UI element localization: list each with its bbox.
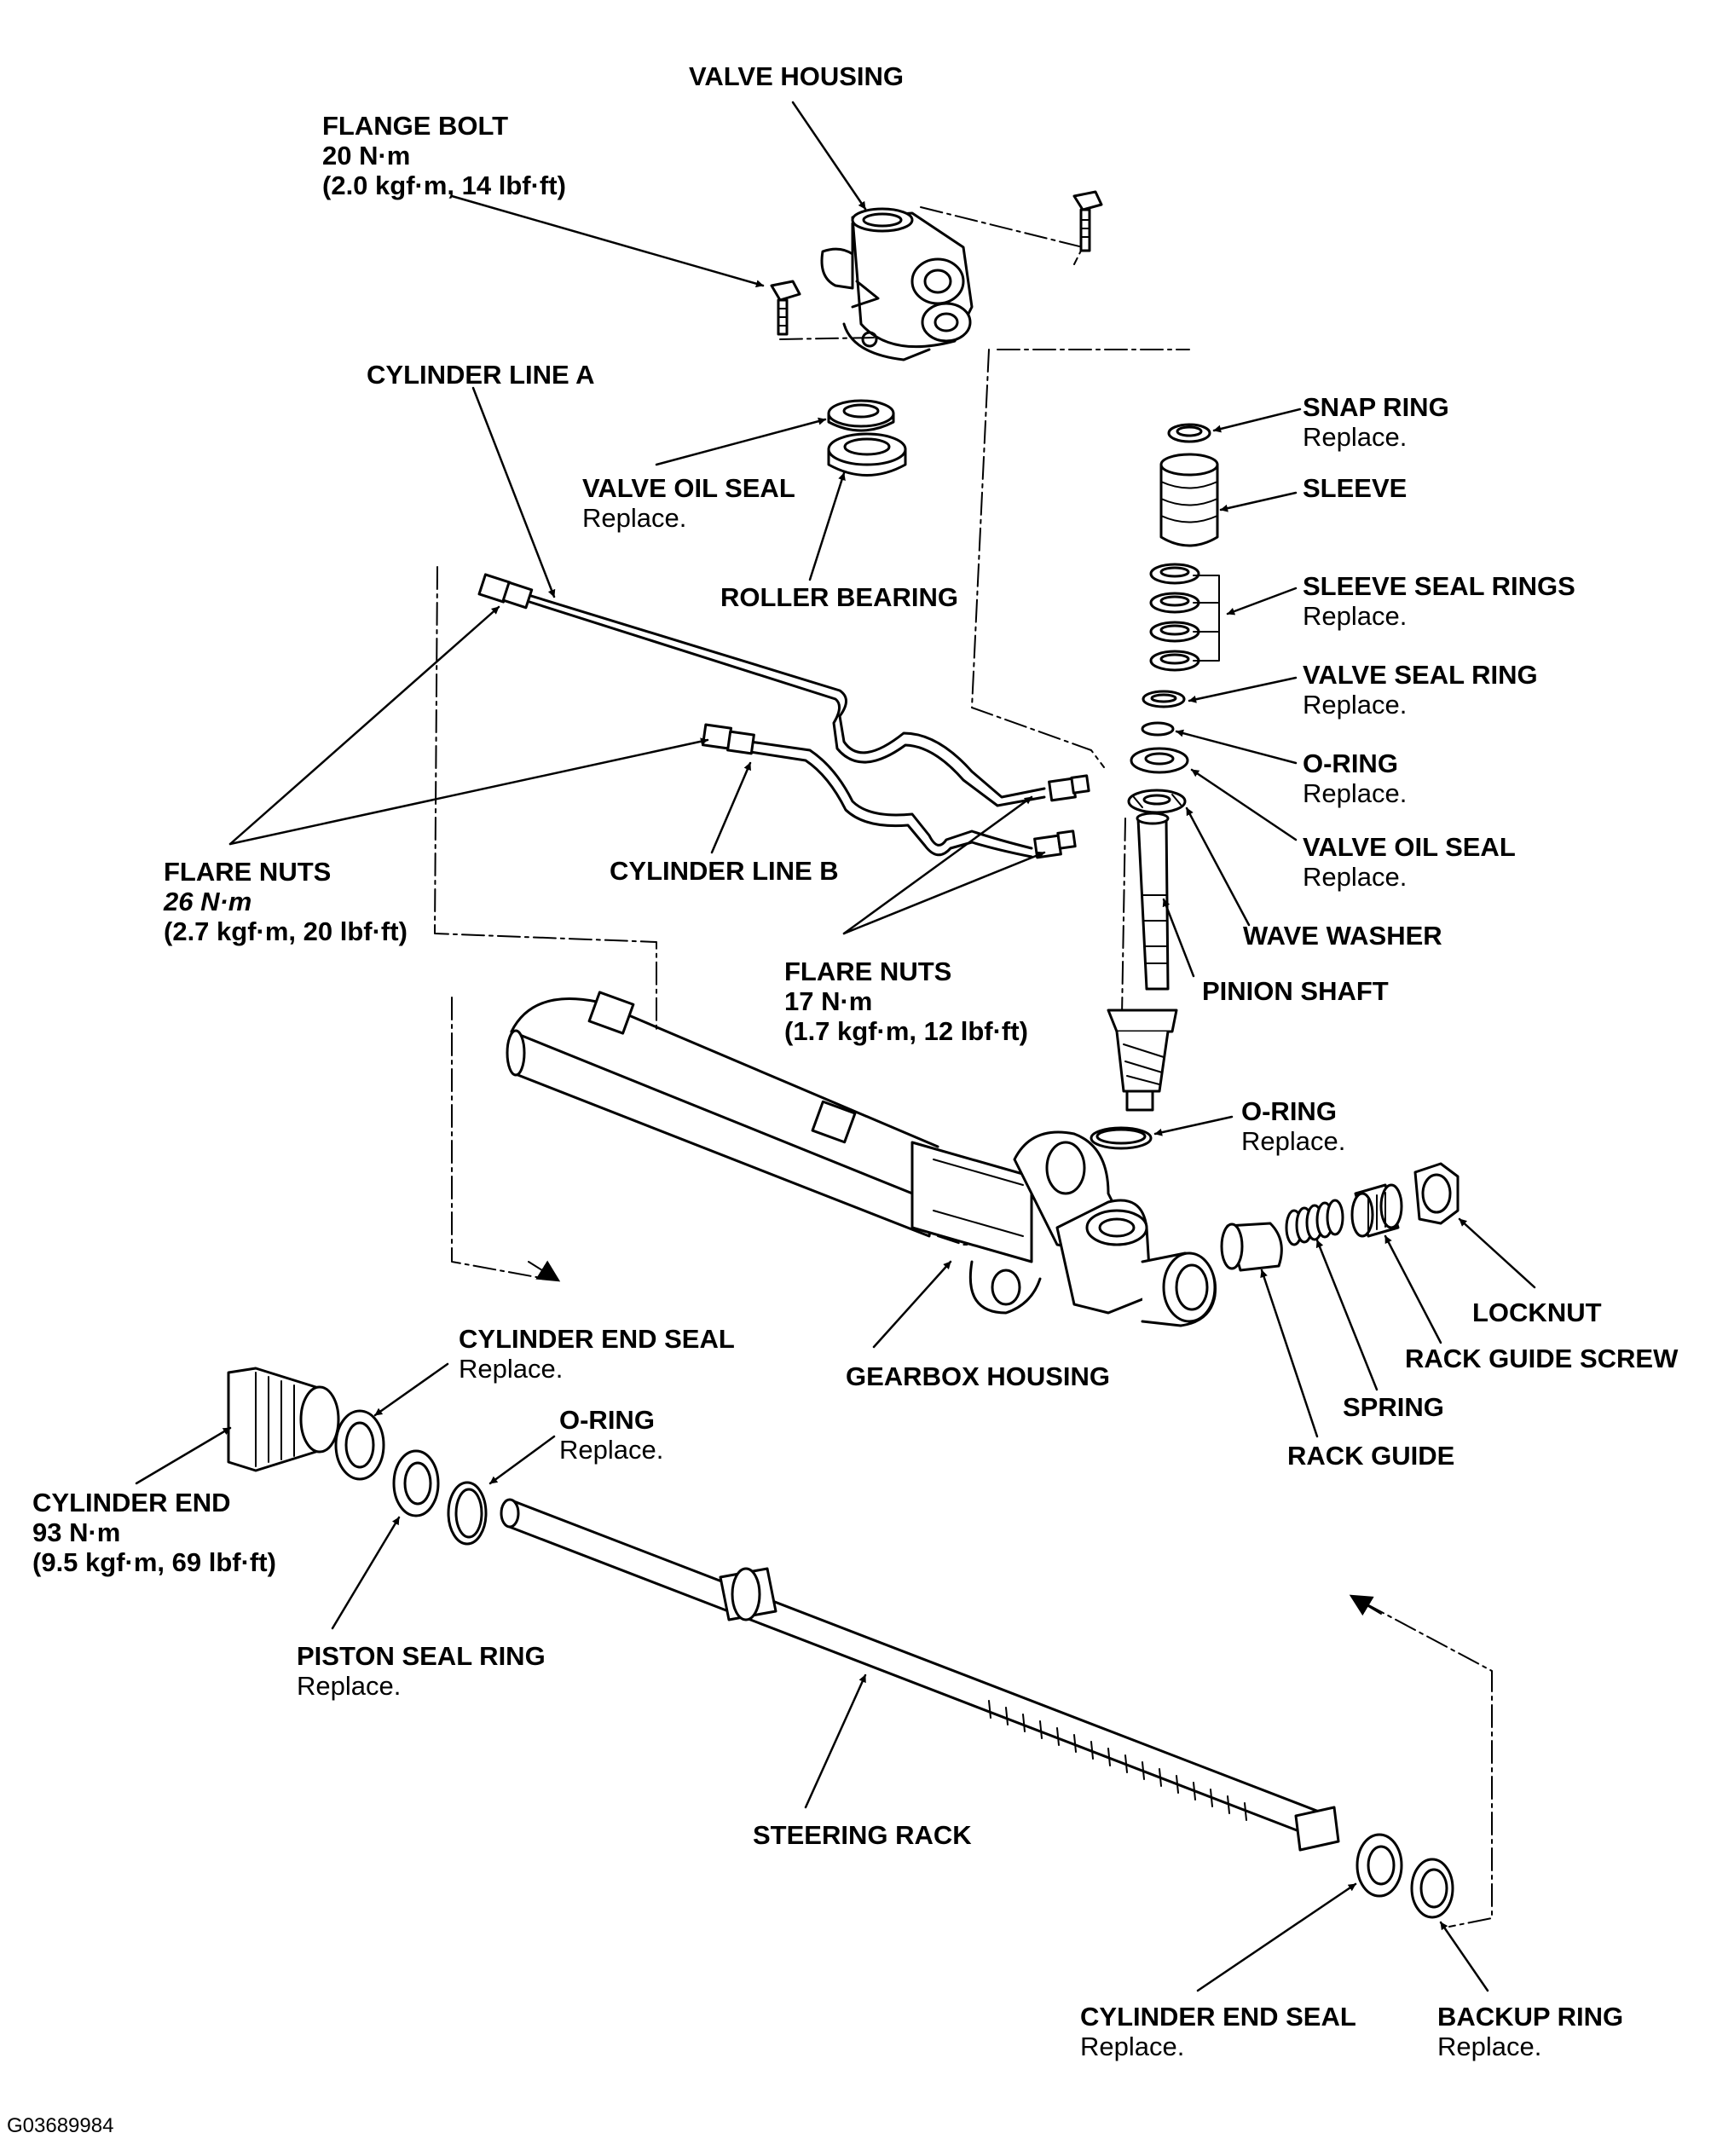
label-flange-bolt: FLANGE BOLT 20 N·m (2.0 kgf·m, 14 lbf·ft…	[322, 111, 566, 200]
o-ring-gearbox-part	[1090, 1126, 1153, 1150]
label-cylinder-end-seal-top: CYLINDER END SEAL Replace.	[459, 1324, 735, 1384]
roller-bearing-part	[827, 432, 907, 477]
wave-washer-part	[1127, 789, 1187, 814]
label-roller-bearing: ROLLER BEARING	[720, 582, 958, 612]
figure-id: G03689984	[7, 2114, 114, 2137]
label-piston-seal-ring: PISTON SEAL RING Replace.	[297, 1641, 546, 1701]
label-o-ring-valve: O-RING Replace.	[1303, 749, 1408, 808]
label-rack-guide: RACK GUIDE	[1287, 1441, 1455, 1471]
label-wave-washer: WAVE WASHER	[1243, 921, 1442, 951]
label-spring: SPRING	[1343, 1392, 1444, 1422]
sleeve-seal-rings-part	[1149, 563, 1220, 672]
guide-arrow-left	[528, 1260, 561, 1282]
label-cylinder-line-a: CYLINDER LINE A	[367, 360, 595, 390]
locknut-part	[1413, 1162, 1460, 1225]
label-valve-housing: VALVE HOUSING	[689, 61, 905, 91]
valve-seal-ring-part	[1142, 690, 1186, 708]
label-flare-nuts-26: FLARE NUTS 26 N·m (2.7 kgf·m, 20 lbf·ft)	[164, 857, 408, 946]
label-cylinder-end-seal-bottom: CYLINDER END SEAL Replace.	[1080, 2002, 1356, 2061]
label-rack-guide-screw: RACK GUIDE SCREW	[1405, 1344, 1679, 1373]
label-valve-seal-ring: VALVE SEAL RING Replace.	[1303, 660, 1538, 720]
spring-part	[1285, 1199, 1344, 1246]
o-ring-valve-part	[1141, 721, 1175, 737]
label-valve-oil-seal-lower: VALVE OIL SEAL Replace.	[1303, 832, 1516, 892]
guide-arrow-right	[1349, 1594, 1382, 1616]
label-locknut: LOCKNUT	[1472, 1298, 1602, 1327]
flange-bolt-left	[770, 280, 801, 336]
label-pinion-shaft: PINION SHAFT	[1202, 976, 1389, 1006]
rack-guide-screw-part	[1350, 1183, 1403, 1238]
cylinder-line-a-part	[477, 573, 1090, 807]
label-sleeve-seal-rings: SLEEVE SEAL RINGS Replace.	[1303, 571, 1575, 631]
valve-oil-seal-top-part	[827, 399, 895, 432]
valve-oil-seal-lower-part	[1130, 747, 1189, 774]
cylinder-end-seal-top-part	[334, 1409, 385, 1481]
cylinder-end-part	[227, 1367, 340, 1472]
cylinder-end-seal-bottom-part	[1356, 1833, 1403, 1898]
label-backup-ring: BACKUP RING Replace.	[1437, 2002, 1624, 2061]
piston-seal-ring-part	[392, 1449, 440, 1517]
cylinder-line-b-part	[701, 723, 1077, 859]
backup-ring-part	[1410, 1858, 1454, 1919]
label-steering-rack: STEERING RACK	[753, 1820, 972, 1850]
flange-bolt-right	[1072, 190, 1103, 252]
steering-rack-part	[500, 1498, 1340, 1852]
label-valve-oil-seal-top: VALVE OIL SEAL Replace.	[582, 473, 795, 533]
label-cylinder-line-b: CYLINDER LINE B	[610, 856, 839, 886]
label-snap-ring: SNAP RING Replace.	[1303, 392, 1449, 452]
label-cylinder-end: CYLINDER END 93 N·m (9.5 kgf·m, 69 lbf·f…	[32, 1488, 276, 1577]
gearbox-housing-part	[506, 991, 1217, 1327]
sleeve-part	[1159, 453, 1219, 547]
valve-housing-part	[820, 207, 974, 361]
label-gearbox-housing: GEARBOX HOUSING	[846, 1361, 1111, 1391]
snap-ring-part	[1167, 423, 1211, 443]
leader-lines	[135, 101, 1536, 1992]
pinion-shaft-part	[1107, 812, 1178, 1112]
label-o-ring-cylinder: O-RING Replace.	[559, 1405, 664, 1465]
rack-guide-part	[1220, 1222, 1283, 1272]
label-sleeve: SLEEVE	[1303, 473, 1408, 503]
o-ring-cylinder-part	[447, 1481, 488, 1546]
label-o-ring-gearbox: O-RING Replace.	[1241, 1096, 1346, 1156]
label-flare-nuts-17: FLARE NUTS 17 N·m (1.7 kgf·m, 12 lbf·ft)	[784, 957, 1028, 1046]
